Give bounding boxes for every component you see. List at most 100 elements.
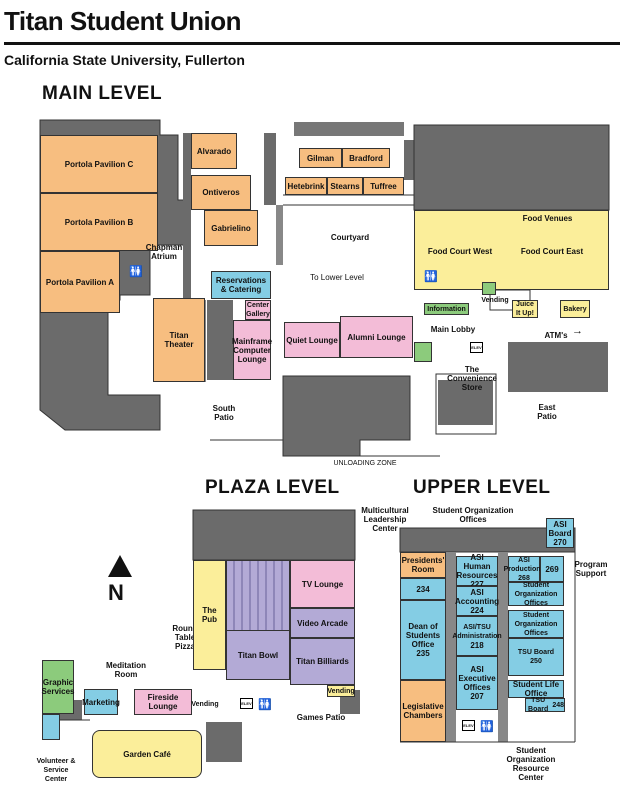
- portola-pavilion-a[interactable]: Portola Pavilion A: [40, 251, 120, 313]
- vending-main-label: Vending: [481, 297, 509, 304]
- north-arrow-icon: [108, 555, 132, 577]
- asi-hr-label: ASI Human Resources: [456, 553, 498, 580]
- room-234[interactable]: 234: [400, 578, 446, 600]
- north-label: N: [108, 580, 124, 605]
- asi-tsu-administration[interactable]: ASI/TSU Administration 218: [452, 616, 502, 656]
- dean-number: 235: [416, 649, 430, 658]
- gilman-room[interactable]: Gilman: [299, 148, 342, 168]
- dean-label: Dean of Students Office: [405, 622, 441, 649]
- food-court-east-label: Food Court East: [520, 247, 584, 256]
- tv-lounge[interactable]: TV Lounge: [290, 560, 355, 608]
- gabrielino-room[interactable]: Gabrielino: [204, 210, 258, 246]
- hetebrink-room[interactable]: Hetebrink: [285, 177, 327, 195]
- video-arcade[interactable]: Video Arcade: [290, 608, 355, 638]
- titan-billiards[interactable]: Titan Billiards: [290, 638, 355, 685]
- student-org-offices-a[interactable]: Student Organization Offices: [508, 582, 564, 607]
- elevator-upper: ELEV: [462, 720, 475, 731]
- vending-plaza-label: Vending: [191, 701, 219, 708]
- convenience-store-label: The Convenience Store: [447, 365, 497, 392]
- chapman-atrium-label: Chapman Atrium: [145, 243, 183, 261]
- tuffree-room[interactable]: Tuffree: [363, 177, 404, 195]
- mainframe-computer-lounge[interactable]: Mainframe Computer Lounge: [232, 320, 272, 380]
- resource-center-label: Student Organization Resource Center: [506, 746, 556, 782]
- restroom-icon: 🚻: [129, 266, 143, 278]
- main-lobby-label: Main Lobby: [430, 325, 476, 334]
- asi-exec-label: ASI Executive Offices: [458, 665, 496, 692]
- south-patio-label: South Patio: [212, 404, 236, 422]
- atms-label: ATM's: [544, 331, 568, 340]
- restroom-icon-upper: 🚻: [480, 721, 494, 733]
- titan-theater[interactable]: Titan Theater: [153, 298, 205, 382]
- tsu-board-248[interactable]: TSU Board 248: [525, 697, 565, 713]
- stearns-room[interactable]: Stearns: [327, 177, 363, 195]
- title-rule: [4, 42, 620, 45]
- garden-cafe[interactable]: Garden Café: [92, 730, 202, 778]
- legislative-chambers[interactable]: Legislative Chambers: [400, 680, 446, 742]
- elevator-plaza: ELEV: [240, 698, 253, 709]
- bakery[interactable]: Bakery: [560, 300, 590, 318]
- food-court-west-label: Food Court West: [427, 247, 493, 256]
- asi-accounting[interactable]: ASI Accounting 224: [455, 586, 499, 616]
- map-subtitle: California State University, Fullerton: [4, 52, 245, 68]
- asi-hr-number: 227: [470, 580, 484, 589]
- asi-productions[interactable]: ASI Productions 268: [504, 556, 544, 582]
- asi-exec-number: 207: [470, 692, 484, 701]
- restroom-icon-plaza: 🚻: [258, 699, 272, 711]
- fireside-lounge[interactable]: Fireside Lounge: [134, 689, 192, 715]
- multicultural-center-label: Multicultural Leadership Center: [361, 506, 409, 533]
- asi-human-resources[interactable]: ASI Human Resources 227: [456, 553, 498, 589]
- reservations-catering[interactable]: Reservations & Catering: [211, 271, 271, 299]
- center-gallery[interactable]: Center Gallery: [245, 300, 271, 320]
- asi-board-number: 270: [553, 537, 567, 547]
- asi-board-label: ASI Board: [548, 519, 572, 538]
- tsu-board-248-number: 248: [552, 701, 564, 709]
- student-org-offices-b[interactable]: Student Organization Offices: [508, 610, 564, 638]
- unloading-zone-label: UNLOADING ZONE: [333, 460, 397, 467]
- main-level-heading: MAIN LEVEL: [42, 83, 163, 104]
- east-patio-label: East Patio: [537, 403, 557, 421]
- room-269[interactable]: 269: [540, 556, 564, 582]
- titan-bowl-label-box: Titan Bowl: [226, 630, 290, 680]
- asi-accounting-label: ASI Accounting: [455, 587, 499, 606]
- volunteer-center-block: [42, 714, 60, 740]
- asi-productions-label: ASI Productions: [503, 556, 545, 573]
- games-patio-label: Games Patio: [296, 713, 346, 722]
- graphic-services[interactable]: Graphic Services: [42, 660, 74, 714]
- quiet-lounge[interactable]: Quiet Lounge: [284, 322, 340, 358]
- alumni-lounge[interactable]: Alumni Lounge: [340, 316, 413, 358]
- ontiveros-room[interactable]: Ontiveros: [191, 175, 251, 210]
- to-lower-level-label: To Lower Level: [310, 273, 364, 282]
- alvarado-room[interactable]: Alvarado: [191, 133, 237, 169]
- bradford-room[interactable]: Bradford: [342, 148, 390, 168]
- asi-board-270[interactable]: ASI Board 270: [546, 518, 574, 548]
- volunteer-service-center-label: Volunteer & Service Center: [36, 758, 76, 783]
- portola-pavilion-c[interactable]: Portola Pavilion C: [40, 135, 158, 193]
- tsu-board-250-number: 250: [530, 658, 542, 665]
- asi-tsu-admin-number: 218: [470, 640, 484, 650]
- courtyard-label: Courtyard: [330, 233, 370, 242]
- vending-main: [482, 282, 496, 295]
- marketing-office[interactable]: Marketing: [82, 689, 120, 715]
- food-venues-label: Food Venues: [522, 214, 573, 223]
- student-org-offices-top-label: Student Organization Offices: [432, 506, 514, 524]
- map-title: Titan Student Union: [4, 6, 242, 36]
- asi-executive-offices[interactable]: ASI Executive Offices 207: [456, 656, 498, 710]
- convenience-block: [414, 342, 432, 362]
- portola-pavilion-b[interactable]: Portola Pavilion B: [40, 193, 158, 251]
- asi-productions-number: 268: [518, 574, 530, 582]
- plaza-level-heading: PLAZA LEVEL: [205, 477, 340, 498]
- dean-of-students-office[interactable]: Dean of Students Office 235: [400, 600, 446, 680]
- tsu-board-250[interactable]: TSU Board 250: [508, 638, 564, 676]
- elevator-main: ELEV: [470, 342, 483, 353]
- restroom-icon-lobby: 🚻: [424, 271, 438, 283]
- information-desk[interactable]: Information: [424, 303, 469, 315]
- juice-it-up[interactable]: Juice It Up!: [512, 300, 538, 318]
- vending-plaza-right: Vending: [327, 685, 355, 697]
- the-pub[interactable]: The Pub: [193, 560, 226, 670]
- asi-accounting-number: 224: [470, 605, 484, 615]
- presidents-room[interactable]: Presidents' Room: [400, 552, 446, 578]
- student-life-office[interactable]: Student Life Office: [508, 680, 564, 698]
- tsu-board-250-label: TSU Board: [517, 649, 555, 656]
